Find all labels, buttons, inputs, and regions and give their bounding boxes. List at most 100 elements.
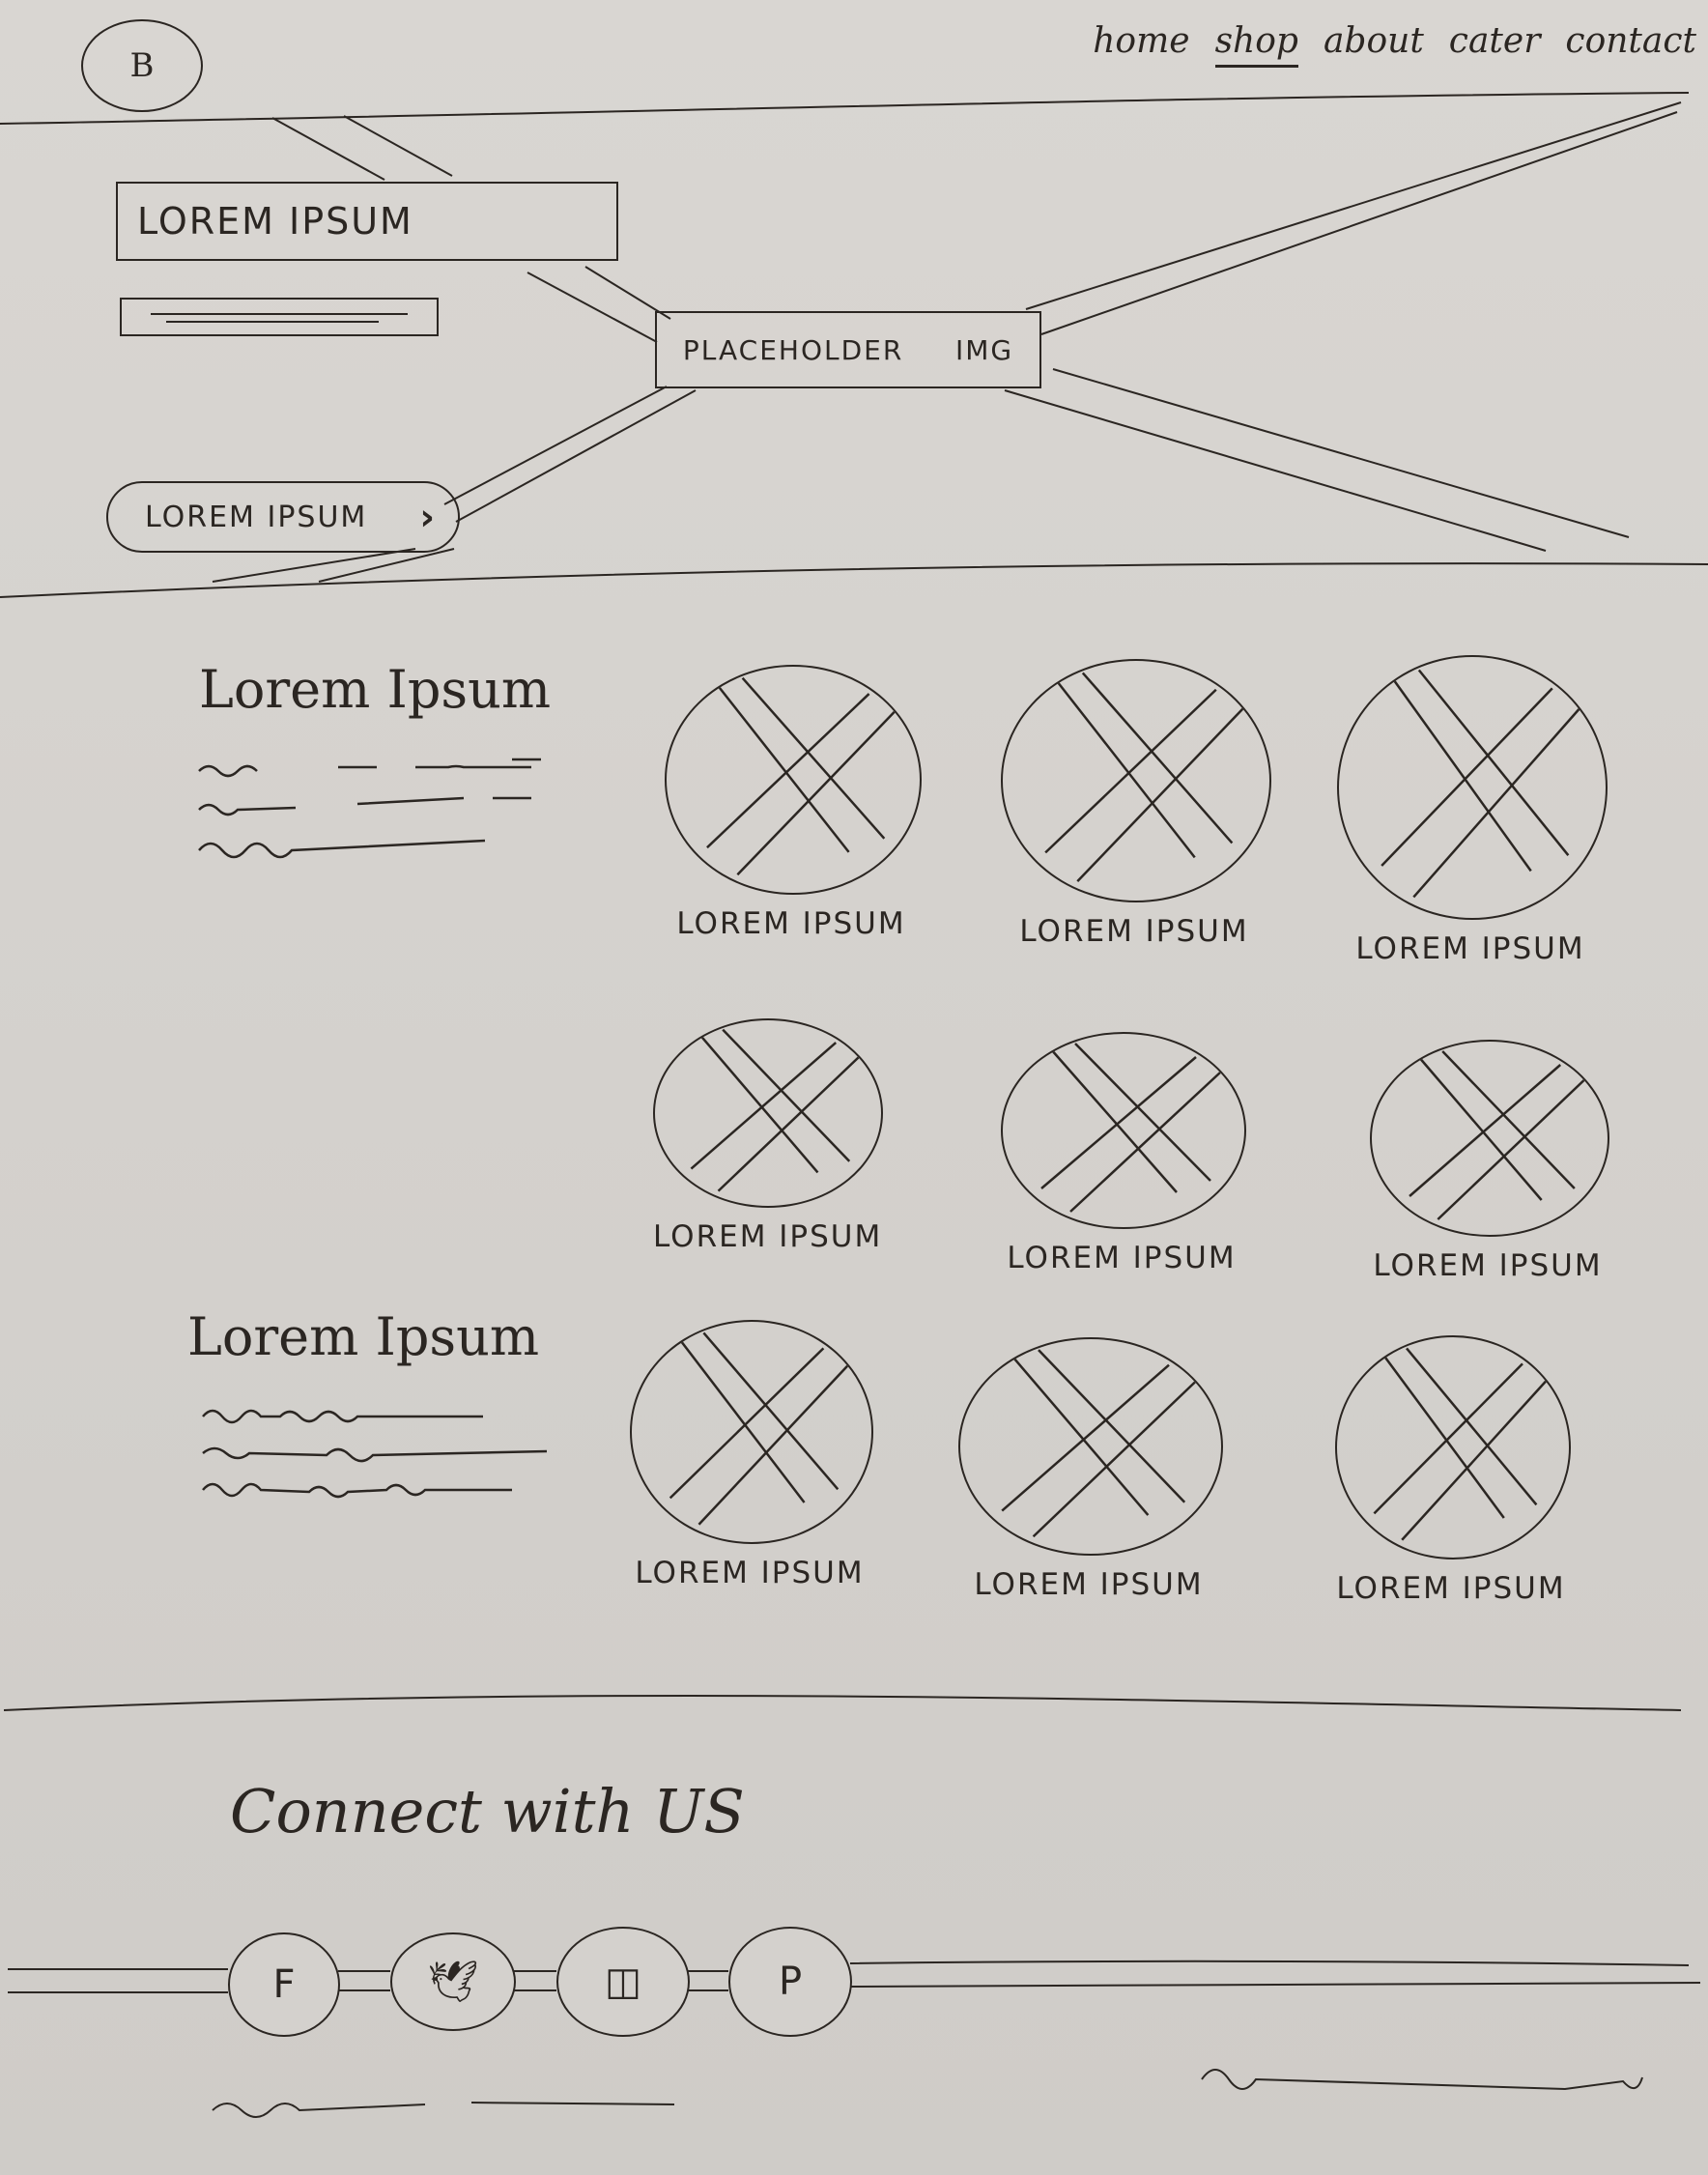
- product-label: LOREM IPSUM: [1373, 1248, 1603, 1283]
- logo-letter: B: [129, 46, 155, 85]
- pinterest-icon[interactable]: P: [728, 1927, 852, 2037]
- product-image-placeholder[interactable]: [1001, 1032, 1246, 1229]
- product-card[interactable]: LOREM IPSUM: [958, 1337, 1223, 1602]
- product-card[interactable]: LOREM IPSUM: [1337, 655, 1608, 966]
- cross-stroke: [1381, 1354, 1505, 1519]
- product-image-placeholder[interactable]: [958, 1337, 1223, 1556]
- cross-stroke: [1076, 707, 1244, 883]
- product-label: LOREM IPSUM: [653, 1219, 883, 1254]
- hero-cta-button[interactable]: LOREM IPSUM ›: [106, 481, 460, 553]
- cross-stroke: [1032, 1381, 1196, 1538]
- product-label: LOREM IPSUM: [1007, 1241, 1237, 1275]
- facebook-icon[interactable]: F: [228, 1932, 340, 2037]
- nav-cater[interactable]: cater: [1448, 21, 1541, 61]
- cta-label: LOREM IPSUM: [145, 500, 368, 534]
- section-two-title: Lorem Ipsum: [187, 1306, 540, 1367]
- hero-title: LOREM IPSUM: [137, 200, 413, 243]
- hero-image-placeholder: PLACEHOLDER IMG: [655, 311, 1041, 388]
- product-image-placeholder[interactable]: [1370, 1040, 1609, 1237]
- cross-stroke: [1441, 1050, 1576, 1189]
- cross-stroke: [722, 1028, 851, 1162]
- image-placeholder-cross: [1381, 669, 1580, 899]
- product-card[interactable]: LOREM IPSUM: [1335, 1335, 1571, 1606]
- cross-stroke: [1074, 1043, 1211, 1182]
- instagram-icon[interactable]: ◫: [556, 1927, 690, 2037]
- cross-stroke: [1391, 676, 1532, 873]
- product-label: LOREM IPSUM: [1019, 914, 1249, 949]
- chevron-right-icon: ›: [419, 496, 437, 538]
- image-placeholder-cross: [669, 1331, 849, 1526]
- image-placeholder-cross: [1001, 1349, 1196, 1538]
- nav-contact[interactable]: contact: [1565, 21, 1696, 61]
- nav-shop[interactable]: shop: [1214, 21, 1298, 68]
- section-two-text-scribbles: [202, 1409, 548, 1499]
- cross-stroke: [741, 676, 886, 840]
- product-label: LOREM IPSUM: [1336, 1571, 1566, 1606]
- image-placeholder-cross: [706, 676, 896, 876]
- cross-stroke: [1412, 708, 1580, 899]
- cross-stroke: [1011, 1355, 1150, 1516]
- product-card[interactable]: LOREM IPSUM: [630, 1320, 873, 1590]
- cross-stroke: [1406, 1347, 1538, 1506]
- product-image-placeholder[interactable]: [665, 665, 922, 895]
- cross-stroke: [1040, 1056, 1197, 1189]
- cross-stroke: [678, 1338, 806, 1503]
- section-one-text-scribbles: [198, 758, 541, 859]
- cross-stroke: [1401, 1380, 1547, 1541]
- product-image-placeholder[interactable]: [1001, 659, 1271, 902]
- cross-stroke: [1409, 1064, 1562, 1197]
- product-card[interactable]: LOREM IPSUM: [1370, 1040, 1609, 1283]
- image-placeholder-cross: [1409, 1050, 1585, 1220]
- cross-stroke: [1044, 688, 1217, 854]
- nav-home[interactable]: home: [1093, 21, 1190, 61]
- pinterest-glyph: P: [778, 1960, 803, 2004]
- bird-glyph: 🕊: [427, 1958, 479, 2005]
- product-image-placeholder[interactable]: [653, 1018, 883, 1208]
- cross-stroke: [1055, 679, 1196, 859]
- hero-title-box: LOREM IPSUM: [116, 182, 618, 261]
- image-placeholder-cross: [1373, 1347, 1547, 1541]
- cross-stroke: [702, 1331, 840, 1491]
- hero-subtitle-placeholder: [120, 298, 439, 336]
- product-card[interactable]: LOREM IPSUM: [1001, 1032, 1246, 1275]
- cross-stroke: [698, 1034, 819, 1174]
- connect-title: Connect with US: [230, 1776, 745, 1846]
- brand-logo[interactable]: B: [81, 19, 203, 112]
- product-label: LOREM IPSUM: [1355, 931, 1585, 966]
- product-card[interactable]: LOREM IPSUM: [1001, 659, 1271, 949]
- product-card[interactable]: LOREM IPSUM: [665, 665, 922, 941]
- cross-stroke: [1417, 1056, 1543, 1201]
- cross-stroke: [669, 1347, 825, 1500]
- image-placeholder-cross: [1044, 672, 1244, 883]
- cross-stroke: [1373, 1362, 1523, 1515]
- cross-stroke: [1081, 672, 1234, 844]
- product-image-placeholder[interactable]: [1337, 655, 1608, 920]
- twitter-bird-icon[interactable]: 🕊: [390, 1932, 516, 2031]
- main-nav: home shop about cater contact: [1093, 21, 1696, 68]
- cross-stroke: [1417, 669, 1570, 856]
- section-one-title: Lorem Ipsum: [199, 659, 552, 720]
- product-label: LOREM IPSUM: [676, 906, 906, 941]
- cross-stroke: [1437, 1079, 1585, 1220]
- image-placeholder-cross: [1040, 1043, 1221, 1213]
- cross-stroke: [717, 1056, 860, 1192]
- cross-stroke: [736, 710, 896, 876]
- image-placeholder-cross: [690, 1028, 860, 1192]
- product-image-placeholder[interactable]: [1335, 1335, 1571, 1560]
- product-card[interactable]: LOREM IPSUM: [653, 1018, 883, 1254]
- nav-about[interactable]: about: [1323, 21, 1424, 61]
- product-label: LOREM IPSUM: [974, 1567, 1204, 1602]
- product-image-placeholder[interactable]: [630, 1320, 873, 1544]
- cross-stroke: [716, 683, 850, 853]
- cross-stroke: [1381, 687, 1553, 867]
- cross-stroke: [690, 1042, 838, 1170]
- cross-stroke: [706, 693, 870, 849]
- facebook-glyph: F: [272, 1962, 296, 2007]
- cross-stroke: [697, 1364, 849, 1526]
- cross-stroke: [1001, 1363, 1170, 1512]
- cross-stroke: [1038, 1349, 1186, 1503]
- cross-stroke: [1069, 1072, 1221, 1213]
- placeholder-img-text: IMG: [955, 333, 1014, 366]
- cross-stroke: [1050, 1048, 1178, 1193]
